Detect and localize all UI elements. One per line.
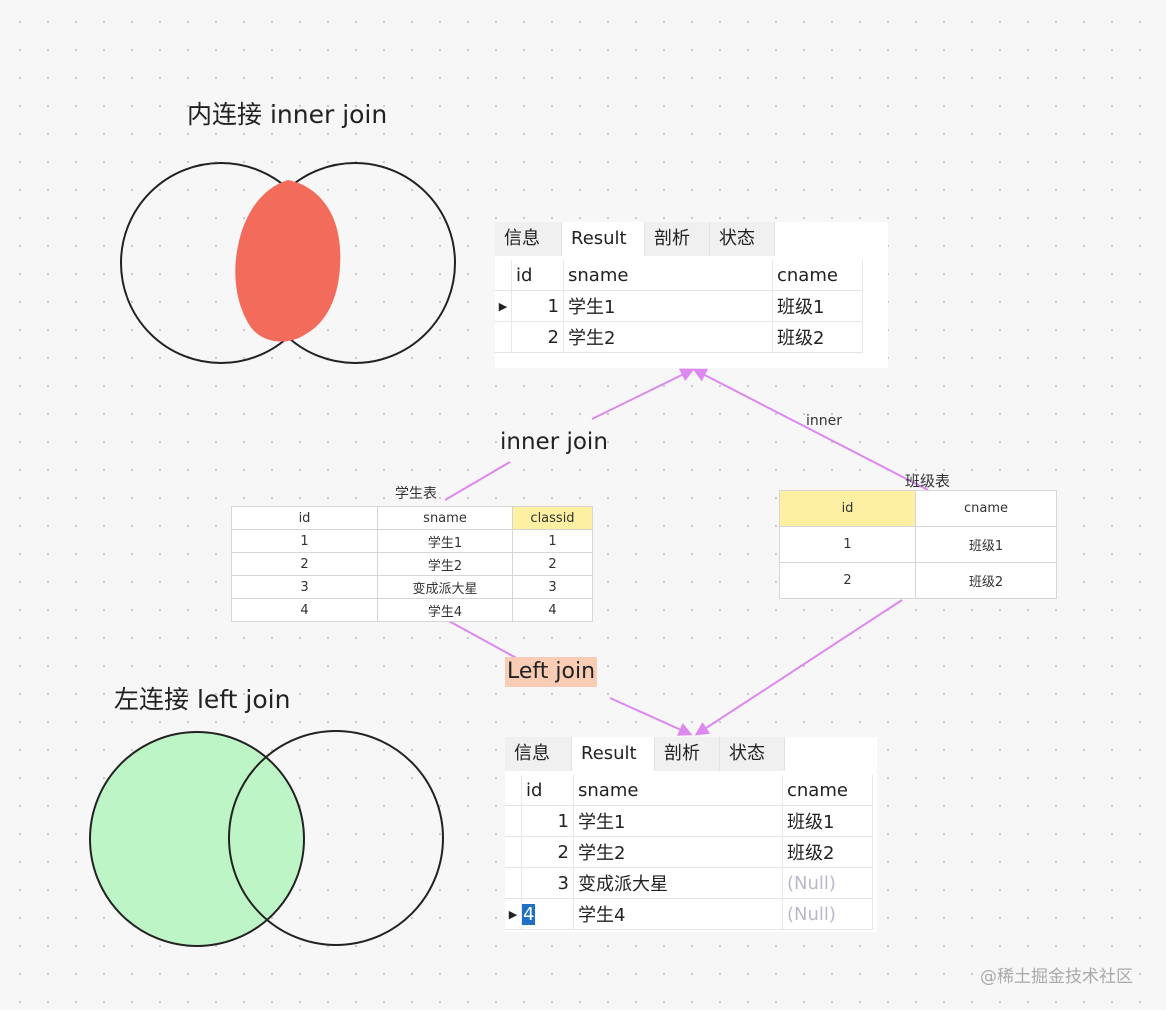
cell-sname[interactable]: 变成派大星 [573, 867, 783, 899]
student-table-label: 学生表 [395, 486, 437, 502]
cell-id: 4 [231, 598, 378, 622]
inner-join-title: 内连接 inner join [187, 100, 388, 129]
arrow-students-to-inner [444, 461, 511, 501]
cell-cname[interactable]: (Null) [782, 867, 873, 899]
column-header-id: id [231, 506, 378, 530]
left-join-venn [89, 730, 444, 947]
column-header-classid: classid [512, 506, 593, 530]
arrow-classes-to-inner [692, 368, 929, 491]
cell-classid: 3 [512, 575, 593, 599]
cell-cname: 班级1 [915, 526, 1057, 563]
column-header-id[interactable]: id [511, 260, 564, 291]
column-header-id: id [779, 490, 916, 527]
cell-classid: 1 [512, 529, 593, 553]
arrow-classes-to-left [694, 599, 903, 736]
cell-cname[interactable]: 班级1 [782, 805, 873, 837]
inner-overlap-fill [235, 180, 341, 342]
cell-sname: 学生1 [377, 529, 513, 553]
inner-result-panel: 信息 Result 1 剖析 状态 id sname cname ▶ 1 学生1… [495, 222, 888, 368]
cell-sname[interactable]: 学生1 [573, 805, 783, 837]
cell-cname[interactable]: 班级1 [772, 290, 863, 322]
inner-join-venn [120, 162, 456, 364]
table-row: 2 学生2 2 [231, 552, 593, 576]
tab-profile[interactable]: 剖析 [645, 222, 710, 256]
selected-cell-value[interactable]: 4 [522, 903, 536, 925]
table-row: 2 班级2 [779, 562, 1057, 599]
cell-id: 3 [231, 575, 378, 599]
cell-id[interactable]: 2 [521, 836, 574, 868]
cell-cname[interactable]: 班级2 [782, 836, 873, 868]
left-result-grid: id sname cname 1 学生1 班级1 2 学生2 班级2 3 变成派… [505, 775, 873, 930]
inner-result-tabs: 信息 Result 1 剖析 状态 [495, 222, 775, 283]
cell-sname: 学生2 [377, 552, 513, 576]
left-table-circle [89, 731, 305, 947]
column-header-sname: sname [377, 506, 513, 530]
arrows [444, 368, 929, 736]
tab-result-1[interactable]: Result 1 [562, 222, 645, 283]
left-join-title: 左连接 left join [114, 685, 291, 714]
cell-sname[interactable]: 学生2 [573, 836, 783, 868]
column-header-cname[interactable]: cname [782, 775, 873, 806]
cell-id[interactable]: 1 [521, 805, 574, 837]
table-row: 4 学生4 4 [231, 598, 593, 622]
inner-join-label: inner join [500, 429, 608, 455]
cell-id[interactable]: 2 [511, 321, 564, 353]
row-indicator-icon: ▶ [495, 290, 512, 322]
tab-status[interactable]: 状态 [720, 737, 785, 771]
cell-id: 2 [231, 552, 378, 576]
cell-id: 2 [779, 562, 916, 599]
table-row: 1 班级1 [779, 526, 1057, 563]
cell-classid: 2 [512, 552, 593, 576]
column-header-cname[interactable]: cname [772, 260, 863, 291]
inner-small-label: inner [806, 413, 843, 429]
table-row[interactable]: ▶ 1 学生1 班级1 [495, 290, 863, 322]
table-row[interactable]: ▶ 4 学生4 (Null) [505, 898, 873, 930]
row-indicator-icon: ▶ [505, 898, 522, 930]
column-header-id[interactable]: id [521, 775, 574, 806]
column-header-sname[interactable]: sname [573, 775, 783, 806]
cell-sname: 变成派大星 [377, 575, 513, 599]
cell-sname[interactable]: 学生4 [573, 898, 783, 930]
cell-id[interactable]: 1 [511, 290, 564, 322]
watermark: @稀土掘金技术社区 [980, 967, 1133, 987]
cell-id: 1 [779, 526, 916, 563]
cell-id[interactable]: 3 [521, 867, 574, 899]
cell-cname: 班级2 [915, 562, 1057, 599]
student-table: id sname classid 1 学生1 1 2 学生2 2 3 变成派大星… [231, 506, 593, 622]
tab-status[interactable]: 状态 [710, 222, 775, 256]
left-join-label: Left join [505, 657, 598, 687]
cell-id: 1 [231, 529, 378, 553]
table-row[interactable]: 3 变成派大星 (Null) [505, 867, 873, 899]
class-table: id cname 1 班级1 2 班级2 [779, 490, 1057, 599]
table-row: 1 学生1 1 [231, 529, 593, 553]
left-result-tabs: 信息 Result 1 剖析 状态 [505, 737, 785, 798]
table-row: 3 变成派大星 3 [231, 575, 593, 599]
cell-cname[interactable]: 班级2 [772, 321, 863, 353]
tab-info[interactable]: 信息 [505, 737, 572, 771]
tab-result-1[interactable]: Result 1 [572, 737, 655, 798]
cell-sname[interactable]: 学生1 [563, 290, 773, 322]
table-row[interactable]: 2 学生2 班级2 [495, 321, 863, 353]
tab-info[interactable]: 信息 [495, 222, 562, 256]
column-header-sname[interactable]: sname [563, 260, 773, 291]
inner-result-grid: id sname cname ▶ 1 学生1 班级1 2 学生2 班级2 [495, 260, 863, 353]
class-table-label: 班级表 [905, 472, 951, 490]
cell-cname[interactable]: (Null) [782, 898, 873, 930]
arrow-students-to-left [446, 619, 521, 661]
table-row[interactable]: 2 学生2 班级2 [505, 836, 873, 868]
left-result-panel: 信息 Result 1 剖析 状态 id sname cname 1 学生1 班… [505, 737, 877, 932]
cell-sname: 学生4 [377, 598, 513, 622]
column-header-cname: cname [915, 490, 1057, 527]
table-row[interactable]: 1 学生1 班级1 [505, 805, 873, 837]
tab-profile[interactable]: 剖析 [655, 737, 720, 771]
right-table-circle [228, 730, 444, 946]
cell-id[interactable]: 4 [521, 898, 574, 930]
cell-sname[interactable]: 学生2 [563, 321, 773, 353]
cell-classid: 4 [512, 598, 593, 622]
